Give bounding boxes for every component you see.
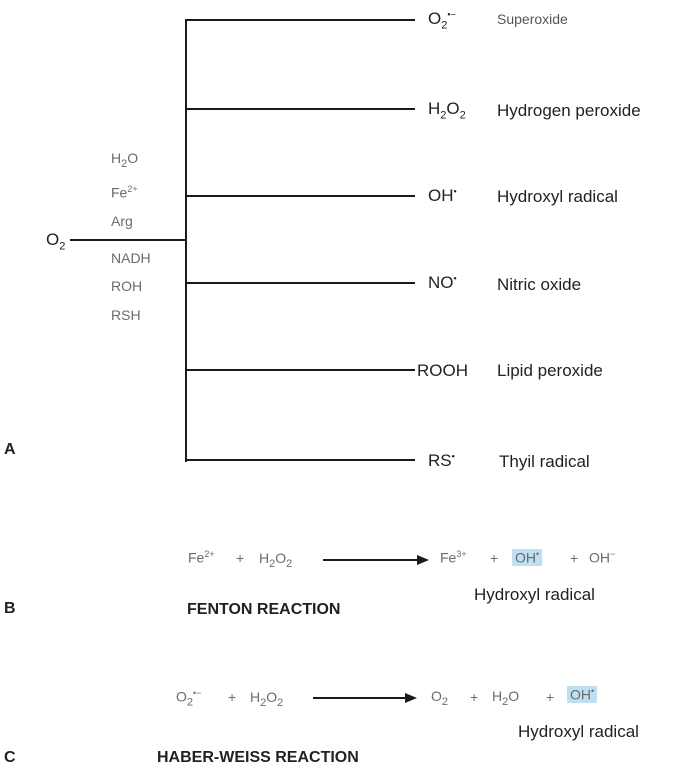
input-h2o: H2O [111, 150, 139, 170]
product-formula-rs: RS• [428, 451, 455, 470]
trunk-line [185, 19, 187, 462]
product-formula-oh: OH• [428, 186, 457, 205]
branch-line [185, 195, 415, 197]
product-formula-rooh: ROOH [417, 361, 468, 380]
branch-line [185, 282, 415, 284]
haber-product-o2: O2 [431, 688, 449, 708]
source-line [70, 239, 186, 241]
product-formula-superoxide: O2•− [428, 9, 456, 32]
fenton-product-oh-radical: OH• [512, 549, 543, 566]
fenton-title: FENTON REACTION [187, 601, 341, 618]
product-formula-h2o2: H2O2 [428, 99, 466, 122]
fenton-product-hydroxide: OH− [589, 549, 616, 566]
haber-plus: + [228, 689, 237, 705]
haber-plus: + [546, 689, 555, 705]
source-o2: O2 [46, 230, 66, 253]
product-name-rs: Thyil radical [499, 452, 590, 471]
fenton-reactant-h2o2: H2O2 [259, 550, 293, 570]
fenton-arrow [323, 555, 429, 565]
product-name-no: Nitric oxide [497, 275, 582, 294]
haber-reactant-h2o2: H2O2 [250, 689, 284, 709]
product-name-superoxide: Superoxide [497, 11, 568, 27]
fenton-product-fe: Fe3+ [440, 549, 467, 566]
haber-product-oh-radical: OH• [567, 686, 598, 703]
input-nadh: NADH [111, 250, 151, 266]
input-roh: ROH [111, 278, 143, 294]
haber-title: HABER-WEISS REACTION [157, 749, 359, 766]
fenton-plus: + [570, 550, 579, 566]
fenton-reactant-fe: Fe2+ [188, 549, 215, 566]
fenton-plus: + [490, 550, 499, 566]
product-name-h2o2: Hydrogen peroxide [497, 101, 641, 120]
haber-product-h2o: H2O [492, 688, 520, 708]
input-fe: Fe2+ [111, 184, 138, 201]
branch-line [185, 19, 415, 21]
haber-arrow [313, 693, 417, 703]
haber-plus: + [470, 689, 479, 705]
input-arg: Arg [111, 213, 133, 229]
product-formula-no: NO• [428, 273, 457, 292]
product-name-rooh: Lipid peroxide [497, 361, 603, 380]
panel-b-label: B [4, 600, 16, 617]
haber-caption: Hydroxyl radical [518, 722, 639, 741]
branch-line [185, 459, 415, 461]
haber-reactant-superoxide: O2•− [176, 688, 202, 709]
fenton-plus: + [236, 550, 245, 566]
panel-c-label: C [4, 749, 16, 766]
branch-line [185, 369, 415, 371]
input-rsh: RSH [111, 307, 141, 323]
product-name-oh: Hydroxyl radical [497, 187, 618, 206]
panel-a-label: A [4, 441, 16, 458]
branch-line [185, 108, 415, 110]
fenton-caption: Hydroxyl radical [474, 585, 595, 604]
